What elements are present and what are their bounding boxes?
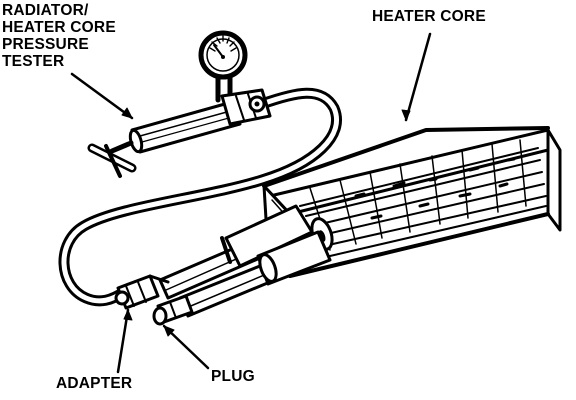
label-adapter: ADAPTER xyxy=(56,375,133,392)
label-heater-core: HEATER CORE xyxy=(372,8,486,25)
heater-core-arrowhead xyxy=(401,109,411,121)
heater-core-fins xyxy=(299,139,547,257)
label-tester-line-3: PRESSURE xyxy=(2,36,89,53)
heater-core-leader-line xyxy=(404,32,432,122)
label-pressure-tester: RADIATOR/ HEATER CORE PRESSURE TESTER xyxy=(2,2,116,70)
plug xyxy=(152,294,194,326)
pump-handle xyxy=(87,140,137,178)
heater-core-tubes xyxy=(158,204,334,318)
label-tester-line-1: RADIATOR/ xyxy=(2,2,89,19)
tester-arrowhead xyxy=(121,107,133,119)
pressure-hose xyxy=(58,87,342,307)
tester-leader-line xyxy=(70,72,134,120)
tester-coupler xyxy=(220,88,272,126)
leader-lines xyxy=(70,32,432,374)
pump-cylinder xyxy=(128,100,242,154)
label-tester-line-2: HEATER CORE xyxy=(2,19,116,36)
adapter-arrowhead xyxy=(123,309,133,321)
pressure-tester xyxy=(87,30,272,178)
label-plug: PLUG xyxy=(211,368,255,385)
label-tester-line-4: TESTER xyxy=(2,53,65,70)
plug-arrowhead xyxy=(163,325,175,337)
adapter xyxy=(114,274,170,310)
pressure-gauge xyxy=(198,30,248,80)
adapter-leader-line xyxy=(116,308,130,374)
